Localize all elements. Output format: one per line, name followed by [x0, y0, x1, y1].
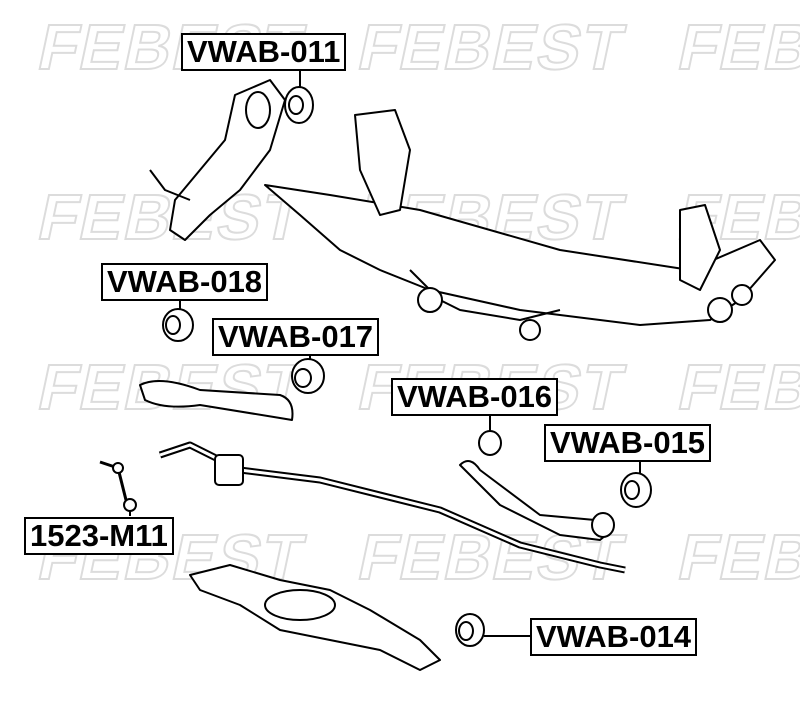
part-label-vwab-015: VWAB-015: [544, 424, 712, 462]
part-label-vwab-016: VWAB-016: [391, 378, 559, 416]
trailing-link-part: [459, 460, 613, 541]
part-label-vwab-017: VWAB-017: [212, 318, 380, 356]
part-label-vwab-014: VWAB-014: [530, 618, 698, 656]
upper-arm-part: [139, 380, 294, 421]
part-label-1523-m11: 1523-M11: [24, 517, 174, 555]
part-label-vwab-011: VWAB-011: [181, 33, 347, 71]
bushing-vwab-016: [478, 430, 502, 456]
part-label-vwab-018: VWAB-018: [101, 263, 269, 301]
